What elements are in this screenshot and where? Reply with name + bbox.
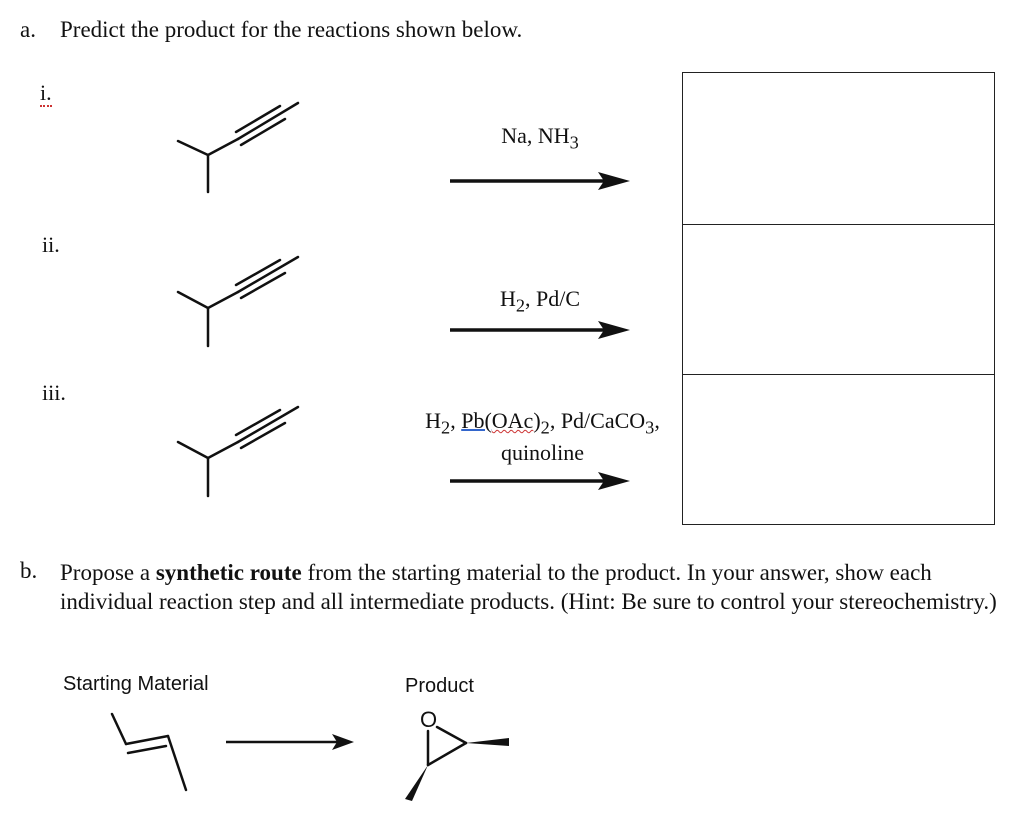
reaction-arrow-2 bbox=[450, 321, 630, 339]
reagent-1: Na, NH3 bbox=[501, 123, 579, 153]
question-a-prompt: Predict the product for the reactions sh… bbox=[60, 17, 523, 42]
alkyne-molecule-1 bbox=[176, 101, 300, 194]
reaction-1-label: i. bbox=[40, 80, 52, 107]
wedge-bond-right bbox=[466, 738, 509, 746]
reagent-3-line-2: quinoline bbox=[500, 440, 585, 466]
oxygen-atom-label: O bbox=[420, 707, 437, 732]
alkyne-molecule-3 bbox=[176, 405, 300, 498]
reagent-3: H2, Pb(OAc)2, Pd/CaCO3, quinoline bbox=[400, 408, 685, 466]
reagent-3-line-1: H2, Pb(OAc)2, Pd/CaCO3, bbox=[425, 408, 660, 438]
answer-box-1[interactable] bbox=[682, 72, 995, 225]
question-a-label: a. bbox=[20, 17, 36, 42]
cis-alkene-molecule bbox=[110, 712, 188, 792]
alkyne-molecule-2 bbox=[176, 255, 300, 348]
reaction-2-label: ii. bbox=[42, 232, 60, 257]
product-label: Product bbox=[405, 675, 474, 697]
answer-box-3[interactable] bbox=[682, 374, 995, 525]
question-b-prompt: Propose a synthetic route from the start… bbox=[60, 560, 997, 614]
reaction-arrow-1 bbox=[450, 172, 630, 190]
starting-material-label: Starting Material bbox=[63, 673, 209, 695]
reagent-2: H2, Pd/C bbox=[499, 286, 581, 316]
reaction-arrow-3 bbox=[450, 472, 630, 490]
synthetic-route-arrow bbox=[226, 734, 354, 750]
reaction-3-label: iii. bbox=[42, 380, 66, 405]
question-b-label: b. bbox=[20, 558, 38, 583]
wedge-bond-left bbox=[405, 765, 428, 801]
epoxide-product-molecule: O bbox=[405, 707, 509, 801]
answer-box-2[interactable] bbox=[682, 225, 995, 375]
